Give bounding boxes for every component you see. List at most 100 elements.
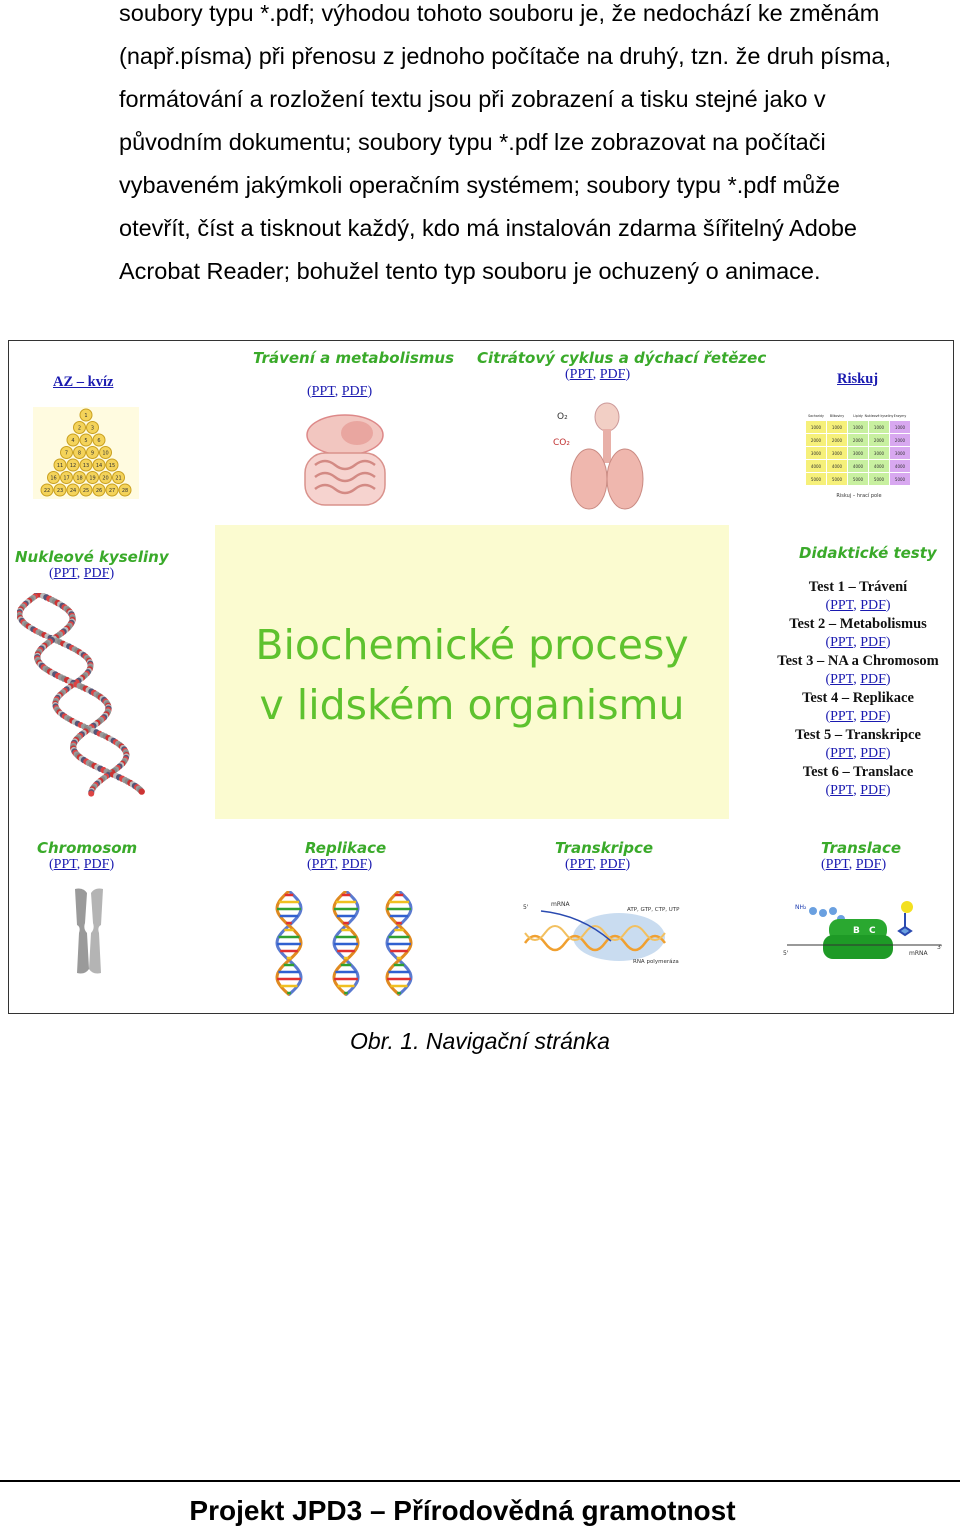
- chromosom-pdf-link[interactable]: PDF: [83, 857, 110, 872]
- riskuj-cell-value: 3000: [853, 451, 864, 456]
- traveni-ppt-link[interactable]: PPT: [311, 384, 335, 399]
- pyramid-hexagon: [60, 471, 73, 484]
- test-label: Test 6 – Translace: [802, 764, 914, 780]
- pyramid-number: 4: [71, 438, 74, 444]
- dna-atoms: [17, 593, 145, 797]
- pyramid-number: 10: [102, 451, 108, 457]
- svg-text:5': 5': [783, 950, 789, 957]
- paragraph-line: (např.písma) při přenosu z jednoho počít…: [119, 43, 892, 69]
- riskuj-cell-value: 5000: [874, 477, 885, 482]
- test4-pdf-link[interactable]: PDF: [860, 709, 886, 724]
- pyramid-number: 11: [57, 463, 63, 469]
- replikace-pdf-link[interactable]: PDF: [341, 857, 368, 872]
- pyramid-number: 8: [78, 451, 81, 457]
- svg-text:CO₂: CO₂: [553, 438, 570, 448]
- main-title-line2: v lidském organismu: [259, 681, 685, 729]
- test3-ppt-link[interactable]: PPT: [830, 672, 854, 687]
- paragraph-line: otevřít, číst a tisknout každý, kdo má i…: [119, 215, 857, 241]
- translace-pdf-link[interactable]: PDF: [855, 857, 882, 872]
- test1-ppt-link[interactable]: PPT: [830, 598, 854, 613]
- riskuj-cell: [806, 434, 826, 446]
- chromosom-ppt-link[interactable]: PPT: [53, 857, 77, 872]
- test2-ppt-link[interactable]: PPT: [830, 635, 854, 650]
- pyramid-number: 7: [65, 451, 68, 457]
- dna-molecule-image: [17, 593, 145, 797]
- svg-text:mRNA: mRNA: [909, 950, 929, 957]
- pyramid-hexagon: [92, 483, 106, 497]
- test1-pdf-link[interactable]: PDF: [860, 598, 886, 613]
- pyramid-hexagon: [92, 458, 106, 472]
- pyramid-number: 24: [70, 488, 76, 494]
- paragraph-line: soubory typu *.pdf; výhodou tohoto soubo…: [119, 0, 880, 26]
- riskuj-cell-value: 3000: [874, 451, 885, 456]
- pyramid-hexagon: [53, 458, 67, 472]
- pyramid-number: 15: [109, 463, 115, 469]
- pyramid-number: 6: [97, 438, 100, 444]
- riskuj-column-header: Sacharidy: [808, 414, 824, 418]
- digestive-system-image: [304, 414, 386, 506]
- riskuj-cell: [806, 421, 826, 433]
- test6-pdf-link[interactable]: PDF: [860, 783, 886, 798]
- pyramid-hexagon: [79, 458, 93, 472]
- translace-ppt-link[interactable]: PPT: [825, 857, 849, 872]
- riskuj-cell: [827, 434, 847, 446]
- section-title-traveni: Trávení a metabolismus: [253, 349, 455, 367]
- pyramid-number: 27: [109, 488, 115, 494]
- citratovy-ppt-link[interactable]: PPT: [569, 367, 593, 382]
- pyramid-hexagon: [99, 446, 112, 459]
- pyramid-number: 23: [57, 488, 63, 494]
- replikace-links: (PPT, PDF): [307, 857, 373, 872]
- riskuj-cell-value: 5000: [853, 477, 864, 482]
- transkripce-pdf-link[interactable]: PDF: [599, 857, 626, 872]
- test5-pdf-link[interactable]: PDF: [860, 746, 886, 761]
- riskuj-cell-value: 1000: [874, 425, 885, 430]
- translace-links: (PPT, PDF): [821, 857, 887, 872]
- svg-text:RNA polymeráza: RNA polymeráza: [633, 958, 679, 965]
- traveni-pdf-link[interactable]: PDF: [341, 384, 368, 399]
- figure-caption: Obr. 1. Navigační stránka: [350, 1028, 610, 1054]
- riskuj-cell: [890, 434, 910, 446]
- riskuj-column-header: Nukleové kyseliny: [865, 414, 894, 418]
- riskuj-cell: [890, 421, 910, 433]
- test2-pdf-link[interactable]: PDF: [860, 635, 886, 650]
- pyramid-hexagon: [73, 471, 86, 484]
- main-title-line1: Biochemické procesy: [255, 621, 689, 669]
- az-kviz-link[interactable]: AZ – kvíz: [53, 374, 114, 390]
- replikace-ppt-link[interactable]: PPT: [311, 857, 335, 872]
- riskuj-board-image: Sacharidy10002000300040005000Bílkoviny10…: [806, 414, 910, 499]
- pyramid-number: 2: [78, 426, 81, 432]
- citratovy-pdf-link[interactable]: PDF: [599, 367, 626, 382]
- chromosom-links: (PPT, PDF): [49, 857, 115, 872]
- pyramid-hexagon: [86, 471, 99, 484]
- transkripce-ppt-link[interactable]: PPT: [569, 857, 593, 872]
- pyramid-hexagon: [105, 458, 119, 472]
- pyramid-hexagon: [92, 433, 106, 447]
- riskuj-cell-value: 5000: [811, 477, 822, 482]
- riskuj-cell: [827, 473, 847, 485]
- riskuj-cell-value: 5000: [832, 477, 843, 482]
- test5-ppt-link[interactable]: PPT: [830, 746, 854, 761]
- riskuj-cell: [869, 447, 889, 459]
- nukleove-ppt-link[interactable]: PPT: [53, 566, 77, 581]
- svg-text:B: B: [853, 926, 860, 936]
- riskuj-cell-value: 2000: [874, 438, 885, 443]
- pyramid-number: 26: [96, 488, 102, 494]
- test6-ppt-link[interactable]: PPT: [830, 783, 854, 798]
- riskuj-column-header: Enzymy: [894, 414, 907, 418]
- pyramid-hexagon: [86, 446, 99, 459]
- test4-ppt-link[interactable]: PPT: [830, 709, 854, 724]
- riskuj-cell: [806, 447, 826, 459]
- riskuj-cell-value: 1000: [832, 425, 843, 430]
- test3-pdf-link[interactable]: PDF: [860, 672, 886, 687]
- riskuj-link[interactable]: Riskuj: [837, 371, 879, 387]
- riskuj-cell: [806, 473, 826, 485]
- nukleove-pdf-link[interactable]: PDF: [83, 566, 110, 581]
- test-label: Test 3 – NA a Chromosom: [777, 653, 939, 669]
- riskuj-cell-value: 4000: [874, 464, 885, 469]
- riskuj-cell: [806, 460, 826, 472]
- test1-links: (PPT, PDF): [825, 598, 891, 613]
- svg-text:ATP, GTP, CTP, UTP: ATP, GTP, CTP, UTP: [627, 907, 680, 913]
- riskuj-cell: [890, 473, 910, 485]
- riskuj-cell-value: 1000: [853, 425, 864, 430]
